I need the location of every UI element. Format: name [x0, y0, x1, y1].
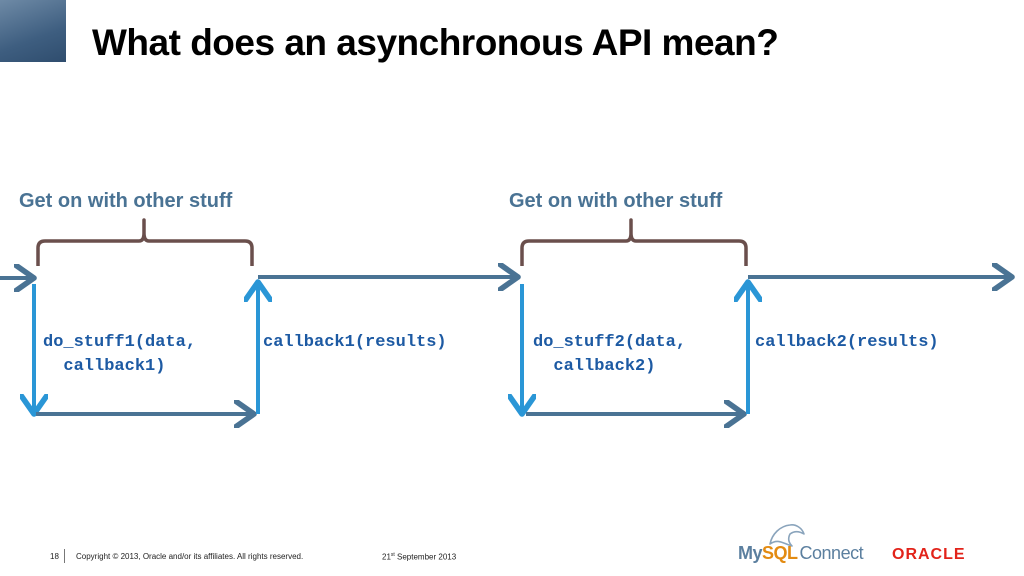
mysql-logo-connect: Connect	[799, 543, 864, 563]
footer-date-rest: September 2013	[394, 552, 457, 562]
footer-date-suffix: st	[390, 552, 395, 558]
code-call-1-line2: callback1)	[43, 357, 166, 376]
footer-copyright: Copyright © 2013, Oracle and/or its affi…	[76, 552, 304, 561]
code-callback-2: callback2(results)	[755, 333, 939, 352]
code-call-1: do_stuff1(data, callback1)	[43, 331, 196, 379]
slide-title: What does an asynchronous API mean?	[92, 22, 779, 63]
mysql-logo-sql: SQL	[762, 543, 798, 563]
code-call-2-line2: callback2)	[533, 357, 656, 376]
mysql-logo-my: My	[738, 543, 763, 563]
brace-2	[520, 218, 748, 266]
brace-label-1: Get on with other stuff	[19, 190, 233, 212]
mysql-dolphin-icon	[769, 524, 805, 547]
footer-date-day: 21	[382, 552, 391, 562]
brace-label-2: Get on with other stuff	[509, 190, 723, 212]
code-callback-1: callback1(results)	[263, 333, 447, 352]
oracle-logo: ORACLE	[892, 546, 966, 563]
code-call-2-line1: do_stuff2(data,	[533, 333, 687, 352]
footer-date: 21st September 2013	[382, 552, 456, 562]
code-call-1-line1: do_stuff1(data,	[43, 333, 197, 352]
corner-accent-block	[0, 0, 66, 62]
footer-separator	[64, 549, 65, 563]
footer-page-number: 18	[50, 552, 59, 561]
code-call-2: do_stuff2(data, callback2)	[533, 331, 686, 379]
brace-1	[36, 218, 254, 266]
